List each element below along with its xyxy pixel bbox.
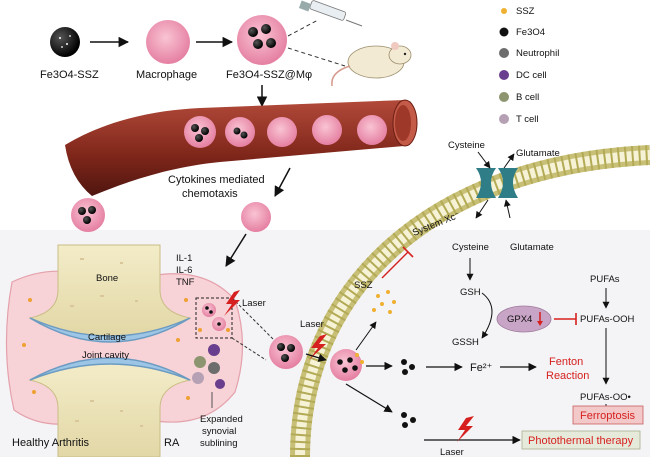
label-laser-bottom: Laser xyxy=(440,447,464,457)
legend-ssz: SSZ xyxy=(516,6,535,17)
laser-bolt-center xyxy=(309,334,327,360)
label-pufas: PUFAs xyxy=(590,274,620,285)
gpx4-down-arrowhead xyxy=(537,321,543,326)
label-glutamate-in: Glutamate xyxy=(510,242,554,253)
laser-bolt-bottom xyxy=(457,416,474,442)
arrow-to-ssz xyxy=(355,321,377,351)
inhibit-ssz-bar xyxy=(402,246,414,258)
fe3o4-ssz-particle xyxy=(50,27,80,57)
target-macrophage xyxy=(269,335,303,369)
dash-to-syringe xyxy=(287,19,319,37)
label-reaction: Reaction xyxy=(546,370,589,382)
arrow-to-cysteine-in xyxy=(475,199,489,219)
system-xc-transporter xyxy=(476,168,518,198)
label-il1: IL-1 xyxy=(176,253,192,264)
label-bone: Bone xyxy=(96,273,118,284)
label-fe3o4-ssz-mphi: Fe3O4-SSZ@Mφ xyxy=(226,69,312,81)
cell-membrane xyxy=(290,145,650,457)
migrating-macrophage-left xyxy=(71,198,105,232)
legend: SSZ Fe3O4 Neutrophil DC cell B cell T ce… xyxy=(499,6,559,125)
laser-bolt-joint xyxy=(224,290,240,316)
label-expanded: Expanded xyxy=(200,414,243,425)
label-pufas-oo: PUFAs-OO• xyxy=(580,392,631,403)
arrow-vessel-to-cell xyxy=(274,167,291,197)
label-healthy-arthritis: Healthy Arthritis xyxy=(12,437,90,449)
legend-fe3o4: Fe3O4 xyxy=(516,27,545,38)
blood-vessel xyxy=(65,99,418,196)
arrow-to-joint xyxy=(225,233,247,267)
migrating-macrophage-right xyxy=(241,202,271,232)
label-laser-joint: Laser xyxy=(242,298,266,309)
syringe-icon xyxy=(298,0,363,27)
label-cartilage: Cartilage xyxy=(88,332,126,343)
label-fe2: Fe²⁺ xyxy=(470,362,493,374)
mouse-icon xyxy=(331,42,412,87)
legend-ssz-swatch xyxy=(501,8,507,14)
fe-particles-low xyxy=(401,412,416,428)
arrow-glutamate-out xyxy=(503,153,515,169)
legend-neutrophil: Neutrophil xyxy=(516,48,559,59)
legend-dc-cell: DC cell xyxy=(516,70,547,81)
fe-particles-mid xyxy=(401,359,415,375)
label-joint-cavity: Joint cavity xyxy=(82,350,129,361)
dash-to-mouse xyxy=(287,47,346,67)
ssz-dots xyxy=(372,290,396,314)
label-tnf: TNF xyxy=(176,277,195,288)
gpx4-enzyme xyxy=(496,305,552,333)
label-cysteine-in: Cysteine xyxy=(452,242,489,253)
legend-t-swatch xyxy=(499,114,509,124)
inhibit-ssz-line xyxy=(381,251,409,279)
macrophage-cell xyxy=(146,20,190,64)
label-macrophage: Macrophage xyxy=(136,69,197,81)
released-cell xyxy=(330,349,364,381)
legend-b-swatch xyxy=(499,92,509,102)
joint-illustration xyxy=(5,244,275,457)
photothermal-box xyxy=(521,430,641,450)
arrow-gsh-gssh xyxy=(481,292,493,339)
arrow-cysteine-in xyxy=(477,151,491,169)
label-photothermal: Photothermal therapy xyxy=(528,435,634,447)
label-cytokines-line1: Cytokines mediated xyxy=(168,174,265,186)
label-gsh: GSH xyxy=(460,287,481,298)
label-fe3o4-ssz: Fe3O4-SSZ xyxy=(40,69,99,81)
ferroptosis-box xyxy=(572,405,644,425)
label-gssh: GSSH xyxy=(452,337,479,348)
label-laser-center: Laser xyxy=(300,319,324,330)
label-cytokines-line2: chemotaxis xyxy=(182,188,238,200)
arrow-from-glutamate-in xyxy=(503,199,511,219)
loaded-macrophage xyxy=(237,15,287,65)
label-pufas-ooh: PUFAs-OOH xyxy=(580,314,635,325)
label-cysteine-out: Cysteine xyxy=(448,140,485,151)
label-il6: IL-6 xyxy=(176,265,192,276)
label-ra: RA xyxy=(164,437,180,449)
label-sublining: sublining xyxy=(200,438,238,449)
arrow-to-fe-particles-low xyxy=(345,383,393,413)
label-synovial: synovial xyxy=(202,426,236,437)
legend-dc-swatch xyxy=(499,70,509,80)
legend-t-cell: T cell xyxy=(516,114,539,125)
label-ferroptosis: Ferroptosis xyxy=(580,410,636,422)
label-fenton: Fenton xyxy=(549,356,583,368)
arrow-to-released-cell xyxy=(305,353,327,362)
legend-neutrophil-swatch xyxy=(499,48,509,58)
label-glutamate-out: Glutamate xyxy=(516,148,560,159)
label-gpx4: GPX4 xyxy=(507,314,532,325)
legend-fe3o4-swatch xyxy=(499,27,509,37)
legend-b-cell: B cell xyxy=(516,92,539,103)
label-ssz: SSZ xyxy=(354,280,373,291)
